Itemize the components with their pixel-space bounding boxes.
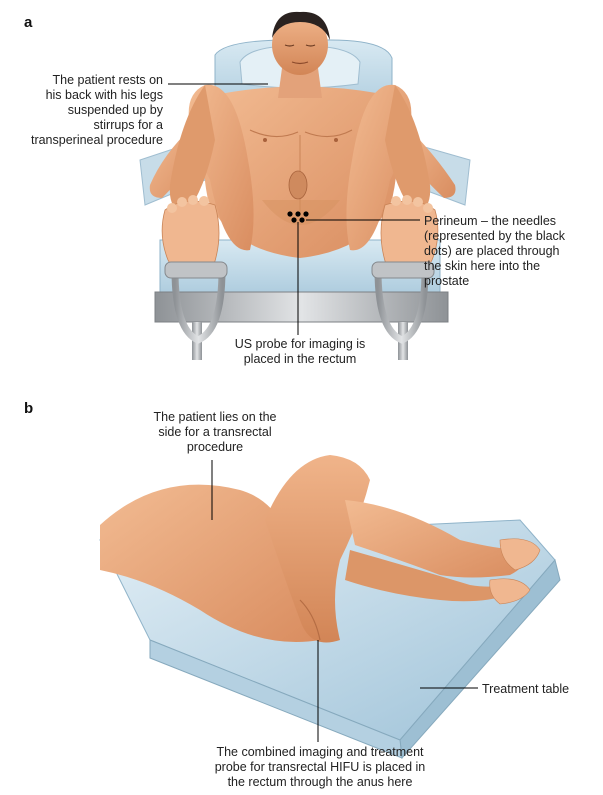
- hair: [272, 11, 330, 40]
- label-patient-side: The patient lies on the side for a trans…: [153, 410, 277, 454]
- lower-leg: [345, 500, 526, 578]
- stirrup-right: [374, 269, 429, 344]
- torso-side: [100, 484, 320, 642]
- foot-lower: [489, 578, 531, 605]
- panel-a-letter: a: [24, 14, 33, 31]
- lower-leg-2: [345, 550, 520, 602]
- table-frame: [154, 291, 449, 323]
- stirrup-left: [171, 269, 226, 344]
- panel-b-figure: [99, 455, 561, 760]
- label-hifu-probe: The combined imaging and treatment probe…: [214, 745, 426, 789]
- upper-leg: [265, 455, 370, 643]
- label-patient-position: The patient rests on his back with his l…: [30, 73, 163, 147]
- label-perineum: Perineum – the needles (represented by t…: [424, 214, 566, 288]
- label-us-probe: US probe for imaging is placed in the re…: [234, 337, 366, 366]
- foot-upper: [499, 538, 541, 571]
- head: [272, 15, 328, 75]
- label-treatment-table: Treatment table: [482, 682, 570, 696]
- panel-a-figure: [139, 11, 471, 360]
- needle-dots: [287, 211, 309, 223]
- panel-b-letter: b: [24, 400, 34, 417]
